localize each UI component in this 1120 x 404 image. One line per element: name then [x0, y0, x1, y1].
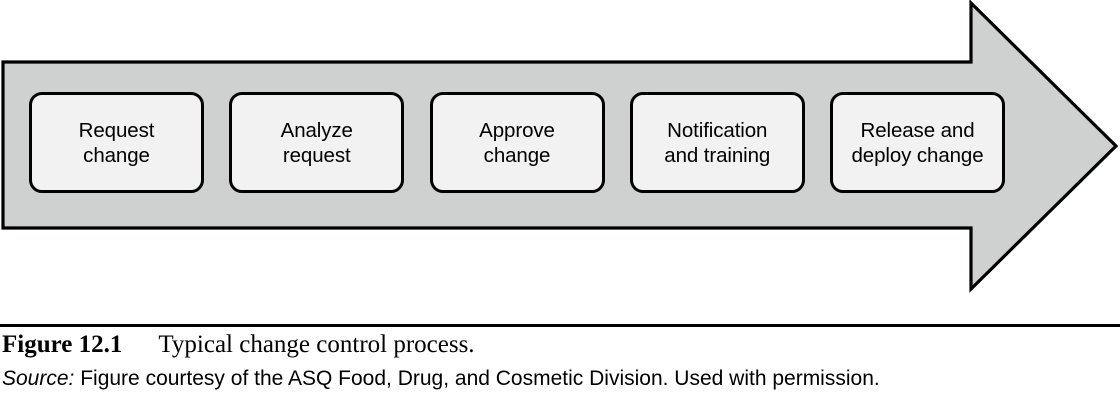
- step-label-approve-change: Approve change: [479, 118, 555, 167]
- figure-caption-line: Figure 12.1 Typical change control proces…: [2, 331, 475, 359]
- step-label-notification-training: Notification and training: [664, 118, 771, 167]
- step-box-analyze-request[interactable]: Analyze request: [229, 92, 405, 193]
- caption-divider-rule: [0, 324, 1120, 327]
- figure-caption-block: Figure 12.1 Typical change control proces…: [0, 300, 1120, 404]
- figure-diagram: Request change Analyze request Approve c…: [1, 0, 1119, 293]
- step-box-notification-training[interactable]: Notification and training: [629, 92, 805, 193]
- figure-number: Figure 12.1: [2, 331, 123, 358]
- step-label-release-deploy-change: Release and deploy change: [851, 118, 984, 167]
- step-box-request-change[interactable]: Request change: [29, 92, 204, 193]
- source-label: Source:: [2, 367, 75, 390]
- figure-source-line: Source: Figure courtesy of the ASQ Food,…: [2, 367, 880, 391]
- figure-title: Typical change control process.: [158, 331, 475, 358]
- step-label-request-change: Request change: [78, 118, 155, 167]
- step-box-approve-change[interactable]: Approve change: [429, 92, 605, 193]
- source-text: Figure courtesy of the ASQ Food, Drug, a…: [74, 367, 880, 390]
- step-label-analyze-request: Analyze request: [280, 118, 353, 167]
- step-box-release-deploy-change[interactable]: Release and deploy change: [830, 92, 1005, 193]
- process-steps-row: Request change Analyze request Approve c…: [29, 92, 1005, 193]
